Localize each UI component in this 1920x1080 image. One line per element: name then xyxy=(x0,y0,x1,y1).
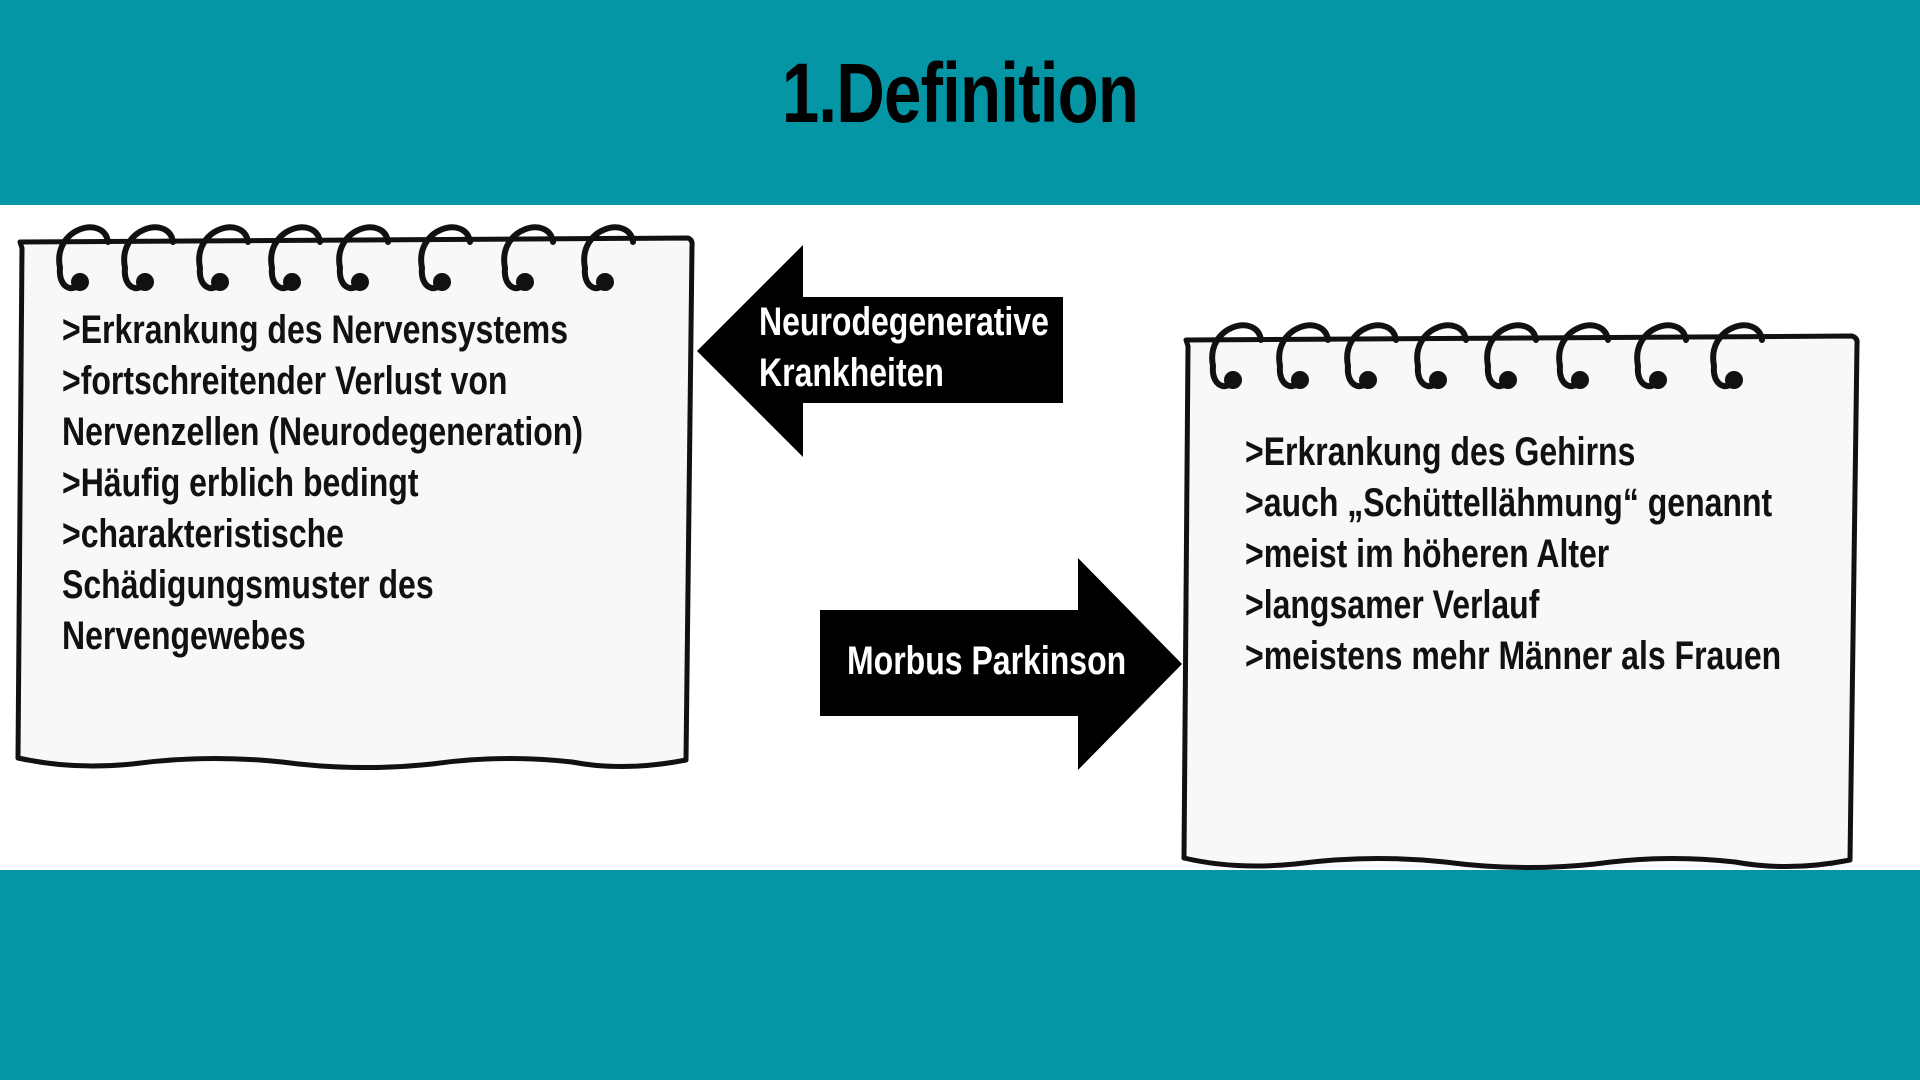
list-item: >charakteristische xyxy=(62,512,344,556)
list-item: >fortschreitender Verlust von xyxy=(62,359,508,403)
binding-hole-icon xyxy=(596,273,614,291)
header-band xyxy=(0,0,1920,205)
binding-hole-icon xyxy=(516,273,534,291)
arrow-right-icon xyxy=(820,558,1182,770)
binding-hole-icon xyxy=(433,273,451,291)
arrow-left-label-line1: Neurodegenerative xyxy=(759,300,1049,344)
binding-hole-icon xyxy=(211,273,229,291)
list-item: Schädigungsmuster des xyxy=(62,563,434,607)
arrow-right-label: Morbus Parkinson xyxy=(847,639,1127,683)
binding-hole-icon xyxy=(1291,371,1309,389)
notepad-card-neurodegenerative: >Erkrankung des Nervensystems >fortschre… xyxy=(12,200,702,770)
list-item: >meistens mehr Männer als Frauen xyxy=(1245,634,1782,678)
binding-hole-icon xyxy=(1649,371,1667,389)
notepad-text-right: >Erkrankung des Gehirns >auch „Schüttell… xyxy=(1245,427,1901,682)
binding-hole-icon xyxy=(1725,371,1743,389)
list-item: >auch „Schüttellähmung“ genannt xyxy=(1245,481,1773,525)
notepad-card-parkinson: >Erkrankung des Gehirns >auch „Schüttell… xyxy=(1180,300,1865,872)
binding-hole-icon xyxy=(1499,371,1517,389)
arrow-left-neurodegenerative: Neurodegenerative Krankheiten xyxy=(697,245,1067,457)
notepad-frame-left xyxy=(15,224,695,770)
list-item: >meist im höheren Alter xyxy=(1245,532,1610,576)
list-item: >Häufig erblich bedingt xyxy=(62,461,419,505)
arrow-left-icon xyxy=(697,245,1063,457)
list-item: >Erkrankung des Gehirns xyxy=(1245,430,1636,474)
slide-title: 1.Definition xyxy=(781,46,1139,140)
arrow-left-label: Neurodegenerative Krankheiten xyxy=(759,297,1049,399)
binding-hole-icon xyxy=(1429,371,1447,389)
binding-hole-icon xyxy=(1571,371,1589,389)
list-item: >Erkrankung des Nervensystems xyxy=(62,308,569,352)
binding-hole-icon xyxy=(351,273,369,291)
binding-hole-icon xyxy=(1359,371,1377,389)
list-item: >langsamer Verlauf xyxy=(1245,583,1540,627)
footer-band xyxy=(0,870,1920,1080)
notepad-text-left: >Erkrankung des Nervensystems >fortschre… xyxy=(62,305,638,662)
binding-hole-icon xyxy=(283,273,301,291)
binding-hole-icon xyxy=(1224,371,1242,389)
arrow-right-parkinson: Morbus Parkinson xyxy=(820,558,1185,770)
list-item: Nervenzellen (Neurodegeneration) xyxy=(62,410,583,454)
notepad-frame-right xyxy=(1181,322,1860,871)
binding-hole-icon xyxy=(71,273,89,291)
binding-hole-icon xyxy=(136,273,154,291)
arrow-left-label-line2: Krankheiten xyxy=(759,351,944,395)
list-item: Nervengewebes xyxy=(62,614,306,658)
